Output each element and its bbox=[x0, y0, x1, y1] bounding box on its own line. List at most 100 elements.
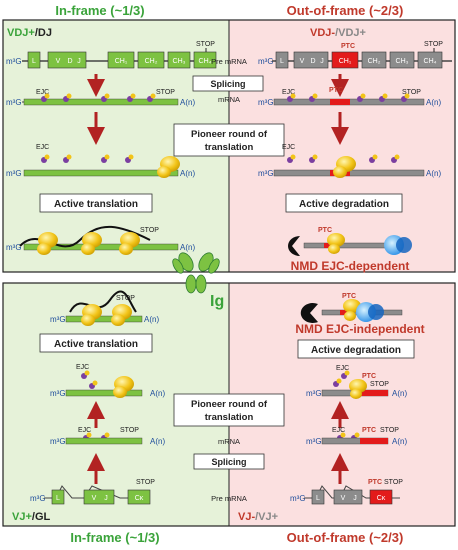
active-degradation-box-top: Active degradation bbox=[285, 193, 403, 213]
tl-pre-mrna: m³G L V D J CH₁ CH₂ CH₃ CH₄ STOP bbox=[6, 41, 217, 69]
ejc-markers-top bbox=[41, 93, 410, 102]
svg-text:EJC: EJC bbox=[282, 144, 295, 151]
svg-text:STOP: STOP bbox=[120, 427, 139, 434]
svg-text:V: V bbox=[300, 58, 305, 65]
svg-text:CH₄: CH₄ bbox=[424, 58, 437, 65]
svg-text:STOP: STOP bbox=[380, 427, 399, 434]
svg-text:Active translation: Active translation bbox=[54, 339, 138, 350]
svg-text:PTC: PTC bbox=[362, 427, 376, 434]
br-mrna: EJC PTC STOP m³G A(n) bbox=[306, 427, 407, 446]
allele-bottom-right: VJ-/VJ+ bbox=[238, 511, 278, 523]
svg-text:m³G: m³G bbox=[290, 494, 306, 503]
svg-text:translation: translation bbox=[205, 412, 254, 423]
tr-pre-mrna: m³G L V D J CH₁ CH₂ CH₃ CH₄ PTC STOP bbox=[258, 41, 452, 69]
splicing-box-bottom: Splicing bbox=[193, 453, 265, 470]
svg-text:EJC: EJC bbox=[36, 144, 49, 151]
svg-text:L: L bbox=[56, 495, 60, 502]
svg-text:A(n): A(n) bbox=[144, 315, 159, 324]
bl-polysome: m³G A(n) STOP bbox=[50, 290, 159, 326]
svg-text:J: J bbox=[77, 58, 81, 65]
tr-degradation: PTC NMD EJC-dependent bbox=[288, 227, 412, 273]
pioneer-box-top: Pioneer round of translation bbox=[173, 123, 285, 157]
svg-text:Splicing: Splicing bbox=[210, 79, 245, 89]
svg-text:A(n): A(n) bbox=[426, 169, 441, 178]
svg-text:D: D bbox=[310, 58, 315, 65]
svg-text:m³G: m³G bbox=[50, 315, 66, 324]
allele-top-left: VDJ+/DJ bbox=[7, 27, 52, 39]
svg-text:Cκ: Cκ bbox=[135, 495, 144, 502]
svg-text:PTC: PTC bbox=[368, 479, 382, 486]
svg-text:CH₁: CH₁ bbox=[115, 58, 128, 65]
svg-text:STOP: STOP bbox=[370, 381, 389, 388]
active-degradation-box-bottom: Active degradation bbox=[297, 339, 415, 359]
svg-text:m³G: m³G bbox=[258, 98, 274, 107]
svg-text:Active degradation: Active degradation bbox=[311, 345, 401, 356]
svg-text:Pioneer round of: Pioneer round of bbox=[191, 129, 268, 140]
svg-text:Splicing: Splicing bbox=[211, 457, 246, 467]
svg-text:A(n): A(n) bbox=[180, 243, 195, 252]
svg-text:A(n): A(n) bbox=[392, 389, 407, 398]
label-pre-mrna-top: Pre mRNA bbox=[211, 57, 247, 66]
svg-text:EJC: EJC bbox=[336, 365, 349, 372]
tl-polysome: m³G A(n) STOP bbox=[6, 225, 195, 255]
label-pre-mrna-bottom: Pre mRNA bbox=[211, 494, 247, 503]
svg-text:m³G: m³G bbox=[306, 437, 322, 446]
br-degradation: PTC NMD EJC-independent bbox=[295, 293, 424, 336]
svg-text:J: J bbox=[353, 495, 357, 502]
header-top-left: In-frame (~1/3) bbox=[55, 3, 144, 18]
antibody-icon bbox=[172, 252, 220, 294]
svg-text:m³G: m³G bbox=[6, 243, 22, 252]
svg-text:D: D bbox=[67, 58, 72, 65]
nmd-ejc-dependent: NMD EJC-dependent bbox=[291, 259, 410, 273]
svg-text:STOP: STOP bbox=[402, 89, 421, 96]
svg-text:V: V bbox=[341, 495, 346, 502]
label-mrna-bottom: mRNA bbox=[218, 437, 240, 446]
active-translation-box-top: Active translation bbox=[39, 193, 153, 213]
svg-text:A(n): A(n) bbox=[180, 169, 195, 178]
allele-top-right: VDJ-/VDJ+ bbox=[310, 27, 366, 39]
svg-text:m³G: m³G bbox=[306, 389, 322, 398]
bl-pre-mrna: m³G L V J Cκ STOP bbox=[30, 479, 155, 505]
svg-text:STOP: STOP bbox=[384, 479, 403, 486]
nmd-ejc-independent: NMD EJC-independent bbox=[295, 322, 424, 336]
svg-text:STOP: STOP bbox=[196, 41, 215, 48]
svg-text:A(n): A(n) bbox=[150, 437, 165, 446]
svg-text:CH₃: CH₃ bbox=[396, 58, 409, 65]
svg-text:A(n): A(n) bbox=[392, 437, 407, 446]
svg-text:V: V bbox=[92, 495, 97, 502]
svg-text:m³G: m³G bbox=[258, 57, 274, 66]
tr-pioneer-mrna: EJC m³G A(n) bbox=[258, 144, 441, 178]
svg-text:PTC: PTC bbox=[341, 43, 355, 50]
svg-text:EJC: EJC bbox=[332, 427, 345, 434]
svg-text:A(n): A(n) bbox=[426, 98, 441, 107]
label-mrna-top: mRNA bbox=[218, 95, 240, 104]
svg-text:translation: translation bbox=[205, 142, 254, 153]
allele-bottom-left: VJ+/GL bbox=[12, 511, 51, 523]
svg-text:Active translation: Active translation bbox=[54, 199, 138, 210]
bl-pioneer-mrna: EJC m³G A(n) bbox=[50, 364, 165, 398]
header-top-right: Out-of-frame (~2/3) bbox=[287, 3, 404, 18]
svg-text:m³G: m³G bbox=[50, 437, 66, 446]
svg-text:EJC: EJC bbox=[282, 89, 295, 96]
svg-text:J: J bbox=[104, 495, 108, 502]
svg-text:L: L bbox=[316, 495, 320, 502]
svg-text:m³G: m³G bbox=[258, 169, 274, 178]
svg-text:m³G: m³G bbox=[50, 389, 66, 398]
svg-text:m³G: m³G bbox=[30, 494, 46, 503]
br-pre-mrna: m³G L V J Cκ PTC STOP bbox=[290, 479, 403, 505]
svg-text:EJC: EJC bbox=[36, 89, 49, 96]
pioneer-box-bottom: Pioneer round of translation bbox=[173, 393, 285, 427]
svg-text:STOP: STOP bbox=[140, 227, 159, 234]
svg-text:PTC: PTC bbox=[342, 293, 356, 300]
ig-label: Ig bbox=[210, 293, 224, 310]
svg-text:PTC: PTC bbox=[318, 227, 332, 234]
svg-text:PTC: PTC bbox=[329, 87, 343, 94]
svg-text:m³G: m³G bbox=[6, 98, 22, 107]
svg-text:Pioneer round of: Pioneer round of bbox=[191, 399, 268, 410]
svg-text:CH₃: CH₃ bbox=[173, 58, 186, 65]
tr-mrna: m³G A(n) EJC PTC STOP bbox=[258, 87, 441, 107]
svg-text:STOP: STOP bbox=[116, 295, 135, 302]
svg-text:STOP: STOP bbox=[136, 479, 155, 486]
active-translation-box-bottom: Active translation bbox=[39, 333, 153, 353]
